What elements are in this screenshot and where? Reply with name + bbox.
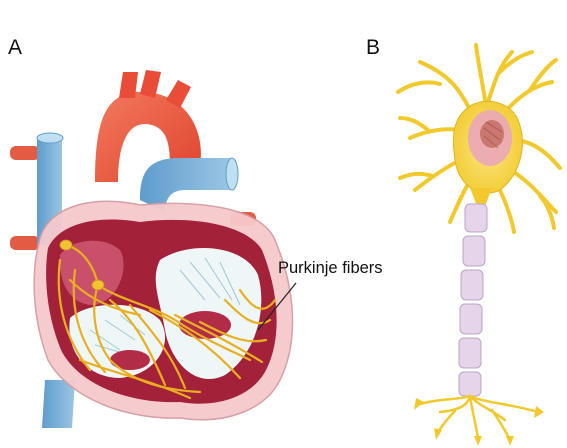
- myelin-sheath: [459, 204, 487, 396]
- inferior-vena-cava: [42, 380, 75, 428]
- aortic-branch-2: [140, 70, 161, 98]
- sinoatrial-node: [60, 240, 72, 250]
- heart-diagram: [10, 70, 293, 428]
- panel-label-a: A: [8, 36, 22, 60]
- pulmonary-veins-left: [10, 146, 40, 250]
- atrioventricular-node: [92, 280, 104, 290]
- purkinje-fibers-label: Purkinje fibers: [278, 259, 383, 278]
- axon-hillock: [470, 188, 492, 206]
- panel-label-b: B: [366, 36, 380, 60]
- papillary-muscle-2: [110, 350, 150, 370]
- synaptic-terminals: [414, 398, 544, 446]
- neuron-diagram: [398, 45, 560, 446]
- aortic-branch-1: [119, 72, 138, 98]
